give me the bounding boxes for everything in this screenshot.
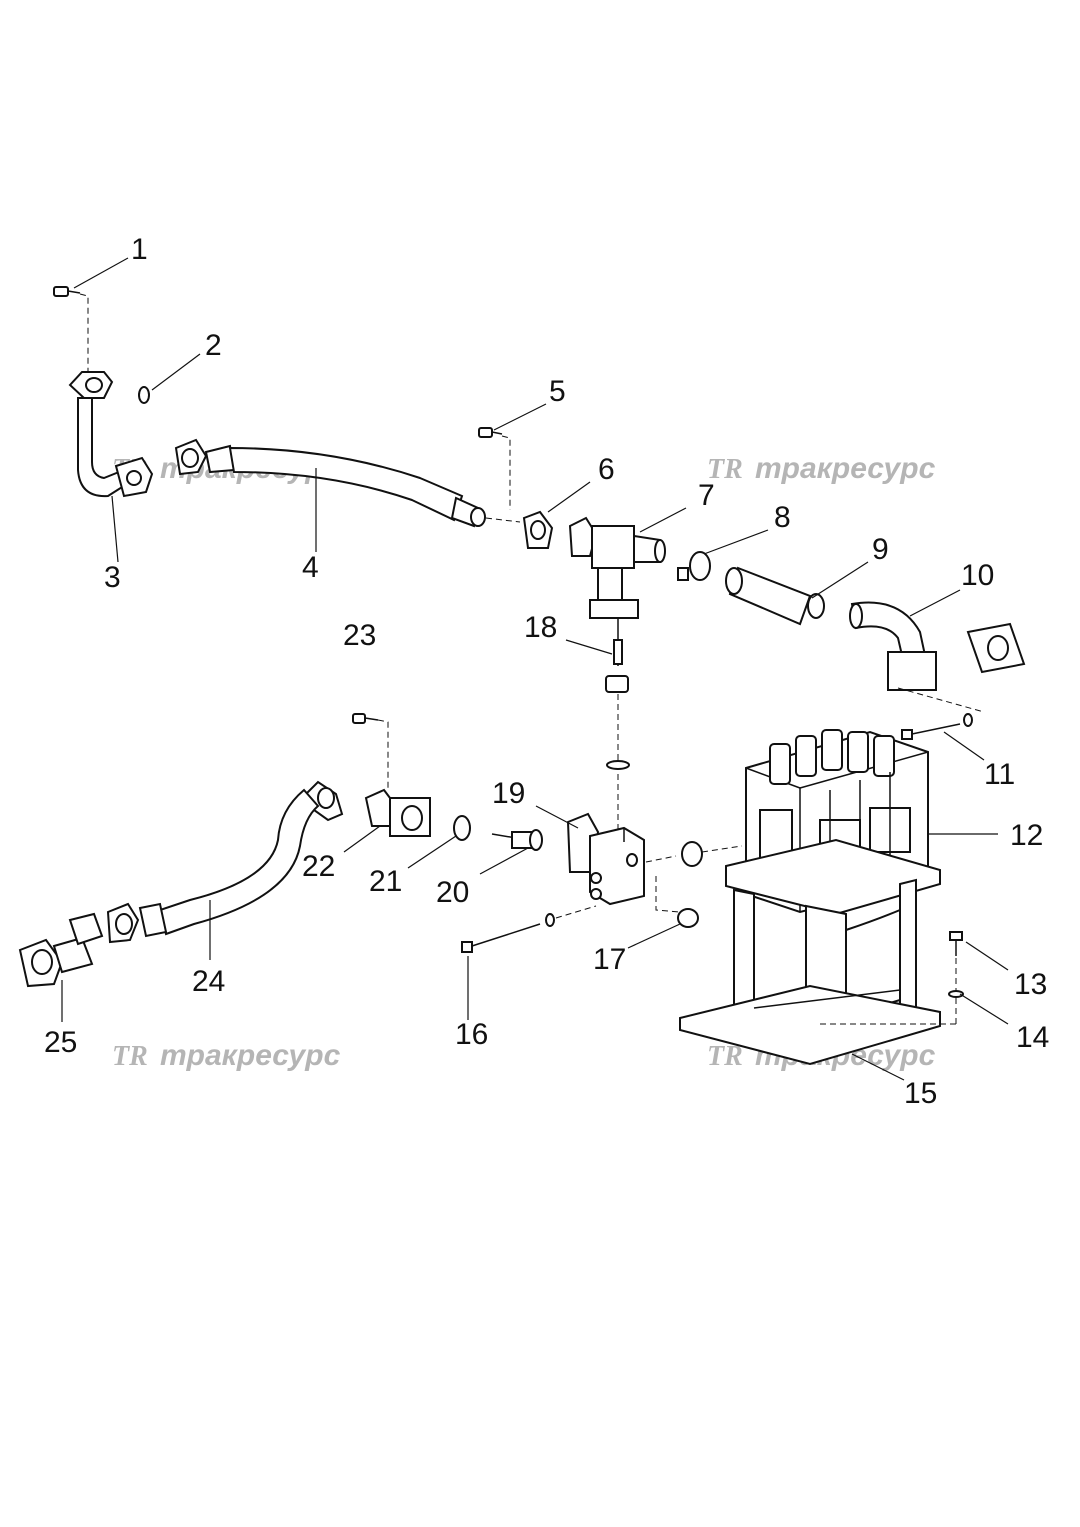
- watermark-logo: TR: [112, 1041, 148, 1072]
- callout-24: 24: [192, 965, 225, 998]
- part-15-stand: [679, 838, 941, 1066]
- callout-12: 12: [1010, 819, 1043, 852]
- callout-21: 21: [369, 865, 402, 898]
- part-24-hose: [106, 780, 344, 944]
- part-7-tee-fitting: [568, 516, 666, 619]
- callout-19: 19: [492, 777, 525, 810]
- watermark-bottom-left: TR тракресурс: [112, 1039, 341, 1072]
- part-16-bolt: [461, 913, 555, 953]
- part-10-elbow: [849, 601, 1026, 691]
- part-20-fitting: [491, 829, 543, 851]
- part-5-bolt: [478, 427, 503, 438]
- part-23-bolt: [352, 713, 379, 724]
- assembly-line: [701, 845, 743, 853]
- part-1-bolt: [53, 286, 81, 297]
- watermark-text: тракресурс: [755, 452, 936, 485]
- callout-15: 15: [904, 1077, 937, 1110]
- assembly-line: [377, 719, 389, 790]
- callout-17: 17: [593, 943, 626, 976]
- callout-9: 9: [872, 533, 889, 566]
- part-18-plug: [605, 618, 629, 693]
- part-19-valve-block: [566, 812, 645, 906]
- watermark-logo: TR: [707, 454, 743, 485]
- callout-22: 22: [302, 850, 335, 883]
- callout-11: 11: [984, 758, 1015, 791]
- callout-18: 18: [524, 611, 557, 644]
- part-25-flanged-tube: [18, 912, 104, 988]
- part-4-hose: [174, 438, 486, 528]
- part-8-clamp: [677, 551, 711, 581]
- callout-6: 6: [598, 453, 615, 486]
- part-21-o-ring: [453, 815, 471, 841]
- callout-labels: 1 2 3 4 5 6 7 8 9 10 11 12 13 14 15 16 1…: [44, 233, 1049, 1110]
- assembly-line: [79, 293, 89, 372]
- callout-4: 4: [302, 551, 319, 584]
- leader-lines: [61, 257, 1009, 1081]
- callout-10: 10: [961, 559, 994, 592]
- callout-16: 16: [455, 1018, 488, 1051]
- callout-7: 7: [698, 479, 715, 512]
- callout-14: 14: [1016, 1021, 1049, 1054]
- part-3-bent-tube: [68, 371, 154, 498]
- part-14-washer: [948, 990, 964, 998]
- part-6-split-flange: [522, 510, 554, 549]
- part-9-hose-sleeve: [725, 566, 825, 626]
- assembly-line: [555, 905, 597, 919]
- assembly-line: [485, 517, 521, 523]
- part-2-o-ring: [138, 386, 150, 404]
- watermark-text: тракресурс: [160, 1039, 341, 1072]
- callout-20: 20: [436, 876, 469, 909]
- watermark-top-right: TR тракресурс: [707, 452, 936, 485]
- o-ring: [606, 760, 630, 770]
- part-13-bolt: [949, 931, 963, 956]
- callout-2: 2: [205, 329, 222, 362]
- callout-23: 23: [343, 619, 376, 652]
- assembly-line: [501, 435, 511, 510]
- assembly-line: [655, 876, 681, 913]
- callout-25: 25: [44, 1026, 77, 1059]
- callout-8: 8: [774, 501, 791, 534]
- part-11-bolt: [901, 713, 973, 740]
- o-ring: [681, 841, 703, 867]
- part-22-flange-block: [364, 788, 431, 837]
- watermark-logo: TR: [707, 1041, 743, 1072]
- callout-5: 5: [549, 375, 566, 408]
- callout-13: 13: [1014, 968, 1047, 1001]
- part-17-plug: [677, 908, 699, 928]
- callout-1: 1: [131, 233, 148, 266]
- assembly-line: [897, 687, 985, 713]
- assembly-line: [645, 855, 677, 863]
- callout-3: 3: [104, 561, 121, 594]
